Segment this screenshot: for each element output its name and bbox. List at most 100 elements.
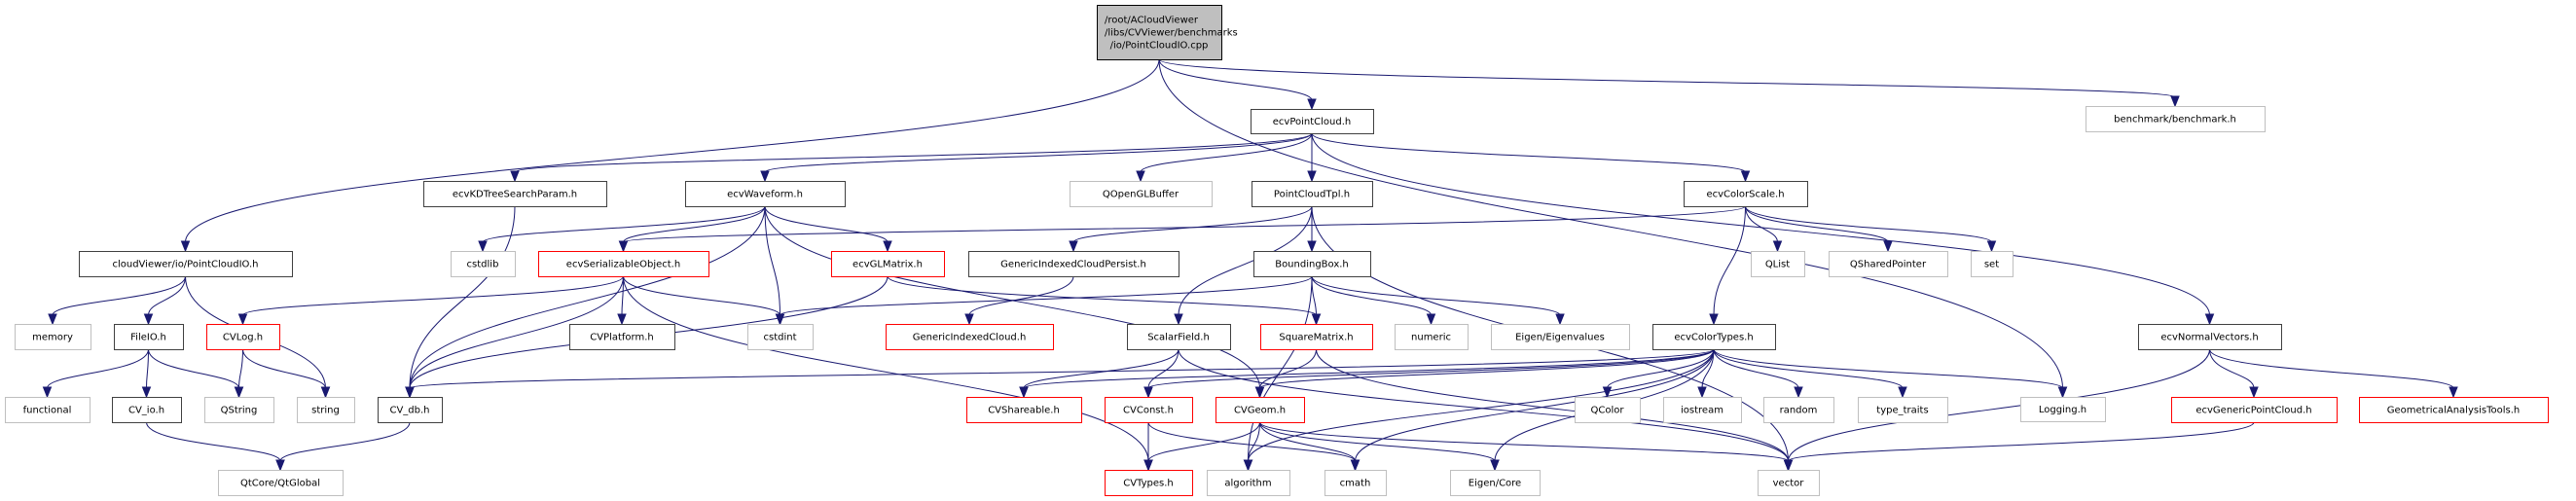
- node-geometricalanalysistools-h[interactable]: GeometricalAnalysisTools.h: [2359, 397, 2549, 423]
- arrowhead-ecvgenericpc: [2249, 386, 2259, 399]
- arrowhead-algorithm: [1243, 459, 1253, 472]
- node-cmath: cmath: [1324, 470, 1387, 496]
- edge-cvlog-to-qstring: [238, 348, 243, 389]
- node-label: QSharedPointer: [1850, 260, 1927, 270]
- edge-ecvserializable-to-cvtypes: [623, 275, 1149, 462]
- edge-cv-db-to-qtglobal: [279, 421, 411, 462]
- node-label: type_traits: [1876, 406, 1928, 416]
- edge-ecvpointcloud-to-ecvcolorscale: [1311, 132, 1746, 173]
- node-root-acloudviewer-libs-cvviewer-benchmarks-io-pointcloudio-cpp[interactable]: /root/ACloudViewer/libs/CVViewer/benchma…: [1097, 5, 1238, 60]
- node-genericindexedcloud-h[interactable]: GenericIndexedCloud.h: [886, 324, 1054, 350]
- node-squarematrix-h[interactable]: SquareMatrix.h: [1260, 324, 1373, 350]
- arrowhead-eigencore: [1490, 459, 1500, 472]
- node-box: [1575, 397, 1641, 423]
- node-box: [1751, 251, 1805, 277]
- arrowhead-functional: [42, 386, 53, 399]
- node-ecvkdtreesearchparam-h[interactable]: ecvKDTreeSearchParam.h: [423, 181, 607, 207]
- node-ecvnormalvectors-h[interactable]: ecvNormalVectors.h: [2138, 324, 2282, 350]
- node-box: [1684, 181, 1808, 207]
- arrowhead-ecvcolortypes: [1709, 313, 1719, 326]
- edge-cvpointcloudio-to-memory: [52, 275, 186, 316]
- arrowhead-ecvwaveform: [760, 170, 770, 183]
- node-box: [1105, 397, 1193, 423]
- node-box: [2086, 106, 2266, 132]
- node-label: ecvGenericPointCloud.h: [2195, 406, 2311, 416]
- node-label: vector: [1773, 479, 1805, 489]
- edge-ecvcolorscale-to-qsharedpointer: [1745, 205, 1889, 243]
- node-cvlog-h[interactable]: CVLog.h: [206, 324, 280, 350]
- node-random: random: [1763, 397, 1834, 423]
- arrowhead-qopenglbuffer: [1136, 170, 1145, 183]
- node-label: GeometricalAnalysisTools.h: [2387, 406, 2520, 416]
- node-ecvpointcloud-h[interactable]: ecvPointCloud.h: [1251, 109, 1374, 134]
- edge-ecvcolorscale-to-ecvserializable: [623, 205, 1746, 243]
- edge-gicpersist-to-gicloud: [968, 275, 1074, 316]
- node-cvplatform-h[interactable]: CVPlatform.h: [569, 324, 675, 350]
- node-label: GenericIndexedCloud.h: [913, 333, 1027, 343]
- node-label: CV_db.h: [389, 406, 429, 416]
- edge-cvpointcloudio-to-fileio: [148, 275, 186, 316]
- node-label: CV_io.h: [128, 406, 164, 416]
- node-label: cstdlib: [467, 260, 499, 270]
- node-fileio-h[interactable]: FileIO.h: [114, 324, 184, 350]
- node-genericindexedcloudpersist-h[interactable]: GenericIndexedCloudPersist.h: [968, 251, 1179, 277]
- edge-ecvwaveform-to-cstdlib: [482, 205, 766, 243]
- node-ecvwaveform-h[interactable]: ecvWaveform.h: [685, 181, 846, 207]
- node-label: CVLog.h: [223, 333, 263, 343]
- node-vector: vector: [1758, 470, 1820, 496]
- node-box: [1663, 397, 1742, 423]
- edge-ecvwaveform-to-ecvserializable: [623, 205, 766, 243]
- arrowhead-memory: [48, 313, 57, 326]
- node-cloudviewer-io-pointcloudio-h[interactable]: cloudViewer/io/PointCloudIO.h: [79, 251, 293, 277]
- node-box: [1253, 251, 1371, 277]
- node-cvgeom-h[interactable]: CVGeom.h: [1215, 397, 1305, 423]
- arrowhead-gicloud: [964, 313, 974, 326]
- node-ecvgenericpointcloud-h[interactable]: ecvGenericPointCloud.h: [2171, 397, 2338, 423]
- node-ecvcolorscale-h[interactable]: ecvColorScale.h: [1684, 181, 1808, 207]
- node-cv-db-h[interactable]: CV_db.h: [378, 397, 443, 423]
- node-box: [968, 251, 1179, 277]
- node-boundingbox-h[interactable]: BoundingBox.h: [1253, 251, 1371, 277]
- node-label: Eigen/Eigenvalues: [1515, 333, 1605, 343]
- node-label: ecvKDTreeSearchParam.h: [453, 190, 577, 200]
- node-ecvglmatrix-h[interactable]: ecvGLMatrix.h: [831, 251, 945, 277]
- node-ecvserializableobject-h[interactable]: ecvSerializableObject.h: [538, 251, 709, 277]
- edge-ecvglmatrix-to-squarematrix: [887, 275, 1317, 316]
- edge-ecvserializable-to-cstdint: [623, 275, 780, 316]
- node-box: [218, 470, 344, 496]
- node-label: PointCloudTpl.h: [1274, 190, 1350, 200]
- arrowhead-eigenvalues: [1555, 313, 1565, 326]
- node-cvconst-h[interactable]: CVConst.h: [1105, 397, 1193, 423]
- arrowhead-qtglobal: [275, 459, 285, 472]
- edge-cvconst-to-cmath: [1147, 421, 1356, 462]
- edge-ecvnormalvectors-to-vector: [1788, 348, 2210, 462]
- node-box: [569, 324, 675, 350]
- node-box: [966, 397, 1082, 423]
- edge-ecvcolortypes-to-qcolor: [1607, 348, 1715, 389]
- edge-root-to-logging: [1158, 58, 2063, 389]
- node-box: [1127, 324, 1231, 350]
- arrowhead-ecvnormalvectors: [2204, 313, 2215, 326]
- edge-cv-io-to-qtglobal: [146, 421, 281, 462]
- node-box: [886, 324, 1054, 350]
- edge-ecvserializable-to-cv-db: [409, 275, 624, 389]
- node-label: CVGeom.h: [1234, 406, 1286, 416]
- node-ecvcolortypes-h[interactable]: ecvColorTypes.h: [1652, 324, 1776, 350]
- node-functional: functional: [5, 397, 91, 423]
- node-label: ecvPointCloud.h: [1273, 117, 1351, 127]
- node-box: [79, 251, 293, 277]
- node-cvtypes-h[interactable]: CVTypes.h: [1105, 470, 1193, 496]
- edge-ecvpointcloud-to-ecvwaveform: [764, 132, 1313, 173]
- edge-ecvcolortypes-to-cvshareable: [1023, 348, 1715, 389]
- edge-root-to-benchmark: [1158, 58, 2176, 98]
- node-scalarfield-h[interactable]: ScalarField.h: [1127, 324, 1231, 350]
- edge-root-to-cvpointcloudio: [185, 58, 1160, 243]
- node-cvshareable-h[interactable]: CVShareable.h: [966, 397, 1082, 423]
- arrowhead-numeric: [1426, 313, 1436, 326]
- node-cv-io-h[interactable]: CV_io.h: [112, 397, 182, 423]
- edge-ecvcolorscale-to-qlist: [1745, 205, 1778, 243]
- node-label: /root/ACloudViewer: [1105, 16, 1199, 26]
- node-box: [2020, 397, 2106, 422]
- node-label: benchmark/benchmark.h: [2114, 115, 2236, 125]
- node-pointcloudtpl-h[interactable]: PointCloudTpl.h: [1252, 181, 1373, 207]
